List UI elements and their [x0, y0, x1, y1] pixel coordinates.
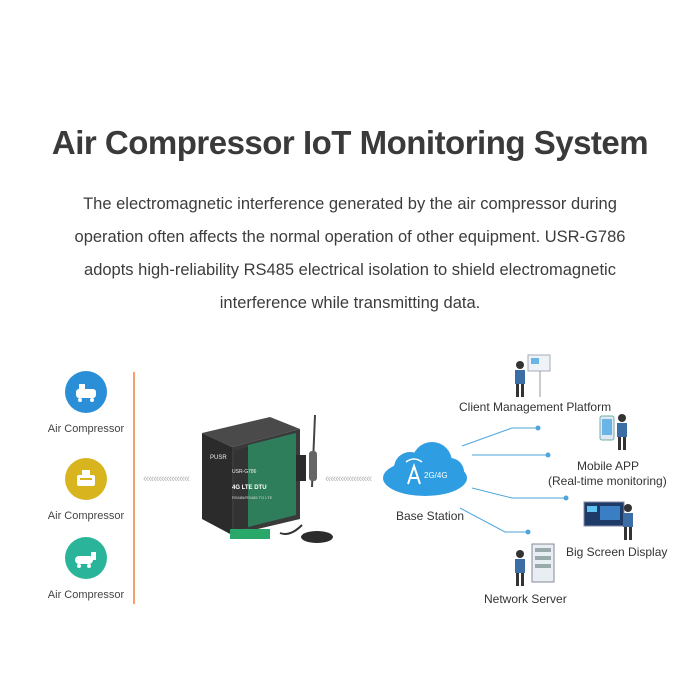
- compressor-icon: [65, 537, 107, 579]
- dtu-device: PUSR USR-G786 4G LTE DTU RS485/RS485 TO …: [190, 414, 340, 555]
- base-station-cloud: 2G/4G: [380, 440, 470, 505]
- device-subtype: RS485/RS485 TO LTE: [232, 495, 273, 500]
- sensor-air-compressor-1: Air Compressor: [44, 371, 128, 435]
- description: The electromagnetic interference generat…: [55, 188, 645, 320]
- sensor-label: Air Compressor: [47, 423, 125, 435]
- big-screen-label: Big Screen Display: [566, 545, 668, 559]
- device-model: USR-G786: [232, 469, 257, 475]
- sensor-bus-line: [133, 372, 135, 604]
- network-badge: 2G/4G: [424, 471, 448, 480]
- data-arrows-right: «««««««««: [325, 473, 372, 485]
- mobile-app-sublabel: (Real-time monitoring): [548, 474, 667, 488]
- data-arrows-left: «««««««««: [143, 473, 190, 485]
- description-line: operation often affects the normal opera…: [74, 228, 626, 246]
- page-title: Air Compressor IoT Monitoring System: [51, 124, 649, 161]
- sensor-air-compressor-2: Air Compressor: [44, 458, 128, 522]
- device-brand: PUSR: [210, 455, 227, 461]
- description-line: interference while transmitting data.: [219, 294, 481, 312]
- mobile-app-label: Mobile APP: [577, 459, 640, 473]
- sensor-label: Air Compressor: [47, 510, 125, 522]
- client-platform-label: Client Management Platform: [459, 400, 612, 414]
- client-platform-figure: [512, 353, 552, 404]
- network-server-label: Network Server: [484, 592, 567, 606]
- base-station-label: Base Station: [396, 509, 465, 523]
- compressor-icon: [65, 458, 107, 500]
- network-server-figure: [512, 540, 558, 595]
- sensor-label: Air Compressor: [47, 589, 125, 601]
- compressor-icon: [65, 371, 107, 413]
- description-line: adopts high-reliability RS485 electrical…: [84, 261, 616, 279]
- big-screen-figure: [582, 498, 638, 549]
- device-type: 4G LTE DTU: [232, 485, 267, 491]
- sensor-air-compressor-3: Air Compressor: [44, 537, 128, 601]
- description-line: The electromagnetic interference generat…: [83, 195, 617, 213]
- mobile-app-figure: [596, 408, 632, 457]
